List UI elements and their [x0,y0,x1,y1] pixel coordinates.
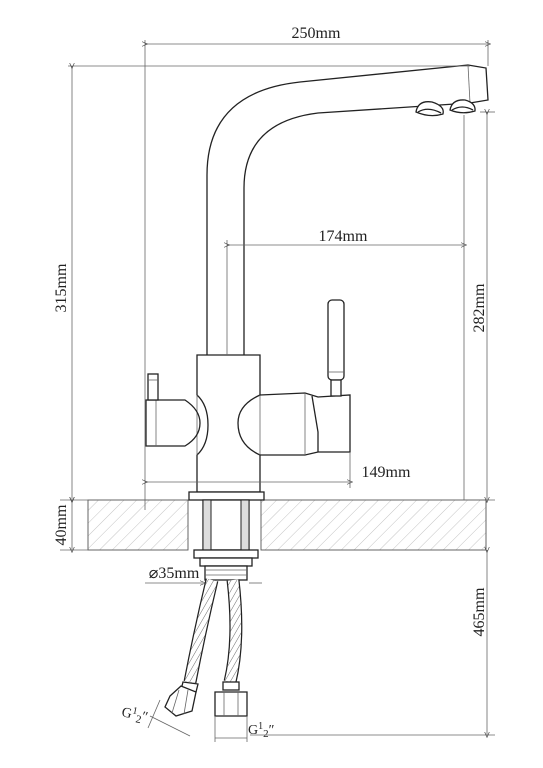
label-counter-thickness: 40mm [53,504,70,545]
dimension-spout-reach: 174mm [227,115,464,355]
label-width-total: 250mm [292,25,341,42]
left-lever [147,373,159,401]
thread-callout-left: G12″ [120,699,191,737]
spout-outlets [415,99,476,117]
thread-right-den: 2 [263,728,269,740]
countertop-section [60,499,495,551]
dimension-spout-height: 282mm [463,112,495,500]
label-spout-reach: 174mm [319,228,368,245]
label-spout-height: 282mm [471,283,488,332]
dimension-hole-diameter: ⌀35mm [145,565,262,583]
spout [206,64,489,355]
dimension-height-total: 315mm [53,66,470,500]
svg-text:G12″: G12″ [248,721,275,740]
thread-right-base: G [248,723,258,738]
label-hose-length: 465mm [471,587,488,636]
thread-left-mark: ″ [140,710,149,726]
dimension-body-width: 149mm [145,452,411,488]
label-hole-diameter: ⌀35mm [149,565,200,582]
thread-right-num: 1 [258,721,263,732]
label-height-total: 315mm [53,263,70,312]
svg-text:G12″: G12″ [120,703,150,727]
dimension-hose-length: 465mm [250,550,495,735]
thread-left-num: 1 [131,705,138,717]
right-lever [327,299,345,397]
label-body-width: 149mm [362,464,411,481]
dimension-counter-thickness: 40mm [53,500,72,550]
dimension-width-total: 250mm [145,25,488,510]
thread-left-base: G [120,705,133,722]
mounting-shank [193,499,259,581]
thread-callout-right: G12″ [214,716,275,742]
hose-right [214,579,248,717]
hose-left [164,578,219,717]
thread-right-mark: ″ [269,723,275,738]
thread-left-den: 2 [135,713,143,726]
faucet-body [145,299,351,501]
